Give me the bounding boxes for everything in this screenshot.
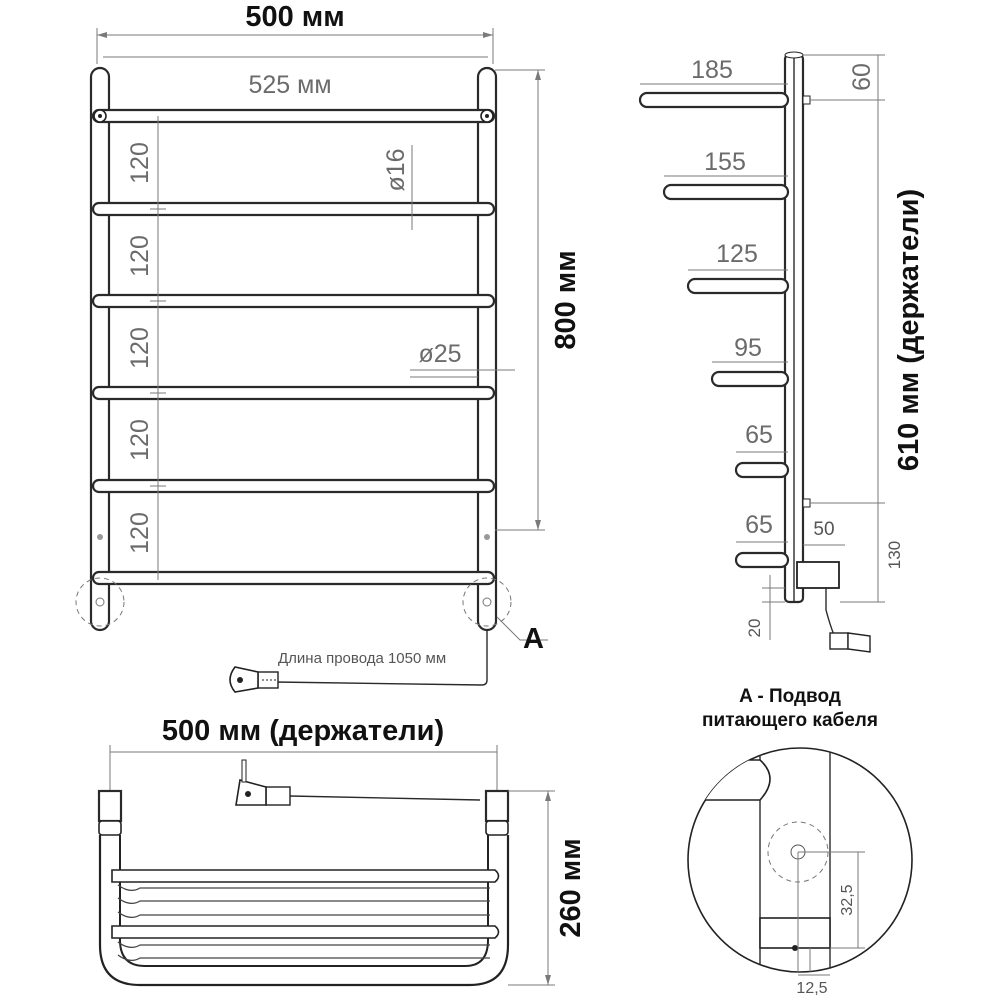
rung: [91, 570, 496, 586]
bottom-gap-label: 20: [745, 619, 764, 638]
front-height-label: 800 мм: [550, 250, 582, 349]
detail-horizontal-label: 12,5: [796, 980, 827, 997]
depth-label-6: 65: [745, 511, 773, 539]
detail-title-line1: A - Подвод: [739, 686, 841, 707]
spacing-label-2: 120: [126, 235, 154, 277]
arm: [734, 551, 790, 569]
cable-length-label: Длина провода 1050 мм: [278, 650, 446, 667]
callout-a-label: A: [523, 623, 544, 655]
arm: [662, 183, 790, 201]
top-width-label: 500 мм (держатели): [162, 715, 444, 747]
spacing-label-1: 120: [126, 142, 154, 184]
rung: [91, 478, 496, 494]
depth-label-3: 125: [716, 240, 758, 268]
detail-a: A - Подвод питающего кабеля 32,5 12,5: [687, 686, 913, 997]
depth-label-1: 185: [691, 56, 733, 84]
right-tube: [476, 66, 498, 632]
rung: [91, 293, 496, 309]
spacing-label-5: 120: [126, 512, 154, 554]
top-depth-label: 260 мм: [555, 838, 587, 937]
front-width-label: 500 мм: [245, 1, 344, 33]
detail-vertical-label: 32,5: [839, 884, 856, 915]
depth-label-5: 65: [745, 421, 773, 449]
spacing-label-4: 120: [126, 419, 154, 461]
detail-title-line2: питающего кабеля: [702, 710, 878, 731]
top-offset-label: 60: [848, 63, 876, 91]
front-view: 500 мм 525 мм 120 120 120: [75, 1, 582, 693]
arm: [638, 91, 790, 109]
arm: [710, 370, 790, 388]
diameter-25-label: ø25: [418, 340, 461, 368]
bracket-right: [484, 789, 510, 823]
depth-label-4: 95: [734, 334, 762, 362]
rung: [91, 385, 496, 401]
side-view: 185 155 125 95 65 65 60 610 мм (держател…: [638, 51, 925, 653]
bottom-offset-label: 130: [885, 541, 904, 569]
arm: [734, 461, 790, 479]
top-view: 500 мм (держатели) 260 мм: [97, 715, 587, 987]
bracket-left: [97, 789, 123, 823]
rung: [91, 201, 496, 217]
rung: [91, 108, 496, 124]
spacing-label-3: 120: [126, 327, 154, 369]
front-total-width-label: 525 мм: [248, 71, 331, 99]
left-tube: [89, 66, 111, 632]
holder-depth-label: 50: [813, 519, 834, 540]
diameter-16-label: ø16: [382, 148, 410, 191]
arm: [686, 277, 790, 295]
holders-height-label: 610 мм (держатели): [893, 189, 925, 471]
depth-label-2: 155: [704, 148, 746, 176]
